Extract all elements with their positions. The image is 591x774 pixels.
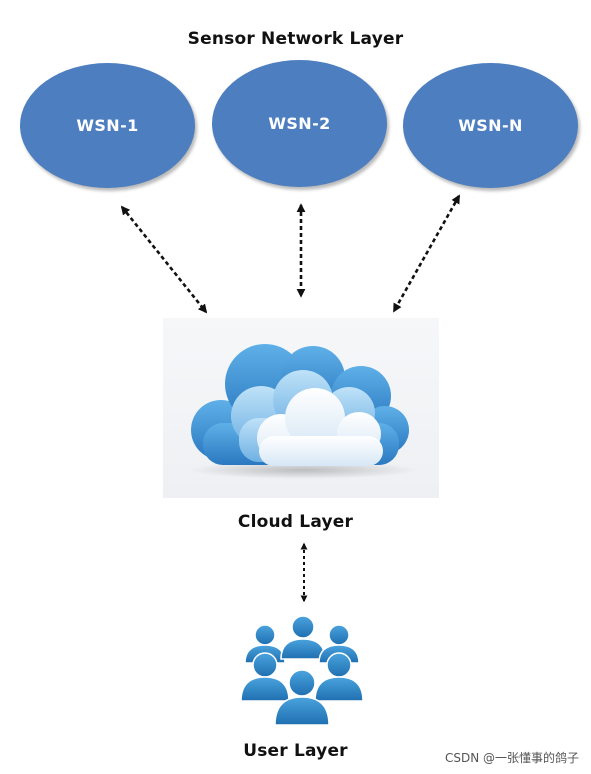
wsn-node-n: WSN-N (403, 63, 578, 188)
user-figure (314, 652, 364, 702)
cloud-illustration (163, 318, 439, 498)
user-figure (240, 652, 290, 702)
wsn-node-1-label: WSN-1 (76, 116, 139, 135)
wsn-node-2-label: WSN-2 (268, 114, 331, 133)
user-layer-title: User Layer (243, 741, 348, 761)
users-group-icon (240, 615, 364, 726)
wsn-node-n-label: WSN-N (458, 116, 523, 135)
cloud-icon (188, 344, 418, 479)
sensor-network-layer-title: Sensor Network Layer (187, 29, 404, 49)
user-figure (274, 669, 330, 726)
cloud-layer-title: Cloud Layer (237, 512, 354, 532)
wsn-node-1: WSN-1 (20, 63, 195, 188)
arrow-wsnn-cloud (392, 194, 461, 313)
user-figure (280, 615, 326, 660)
arrow-wsn1-cloud (120, 205, 208, 314)
wsn-node-2: WSN-2 (212, 60, 387, 187)
watermark: CSDN @一张懂事的鸽子 (444, 751, 579, 765)
